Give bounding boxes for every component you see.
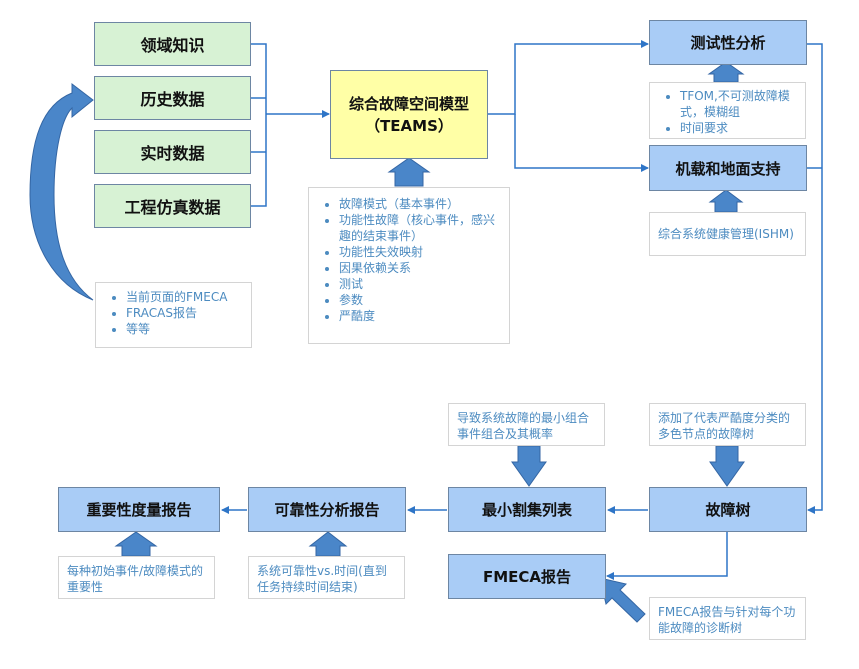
historical-data-box: 历史数据 bbox=[94, 76, 251, 120]
teams-input-item: 功能性失效映射 bbox=[339, 244, 501, 260]
realtime-data-label: 实时数据 bbox=[140, 144, 205, 163]
down-arrow-min-cut bbox=[511, 445, 547, 487]
fmeca-report-box: FMECA报告 bbox=[448, 554, 606, 599]
feedback-curved-arrow bbox=[29, 82, 94, 301]
up-arrow-importance bbox=[114, 531, 158, 557]
teams-input-item: 故障模式（基本事件） bbox=[339, 196, 501, 212]
testability-note-item: TFOM,不可测故障模式，模糊组 bbox=[680, 88, 797, 120]
teams-input-item: 因果依赖关系 bbox=[339, 260, 501, 276]
realtime-data-box: 实时数据 bbox=[94, 130, 251, 174]
fault-tree-box: 故障树 bbox=[649, 487, 807, 532]
onboard-ground-support-box: 机载和地面支持 bbox=[649, 145, 807, 191]
fmeca-report-label: FMECA报告 bbox=[482, 568, 572, 586]
connector-testability-to-fault-tree bbox=[806, 43, 823, 514]
feedback-note-item: 等等 bbox=[126, 321, 243, 337]
teams-input-item: 功能性故障（核心事件，感兴趣的结束事件） bbox=[339, 212, 501, 244]
min-cut-note: 导致系统故障的最小组合事件组合及其概率 bbox=[448, 403, 605, 446]
importance-report-box: 重要性度量报告 bbox=[58, 487, 220, 532]
testability-note-item: 时间要求 bbox=[680, 120, 797, 136]
min-cut-note-text: 导致系统故障的最小组合事件组合及其概率 bbox=[457, 411, 590, 441]
importance-note-text: 每种初始事件/故障模式的重要性 bbox=[67, 564, 204, 594]
connector-model-to-support bbox=[514, 114, 649, 172]
ishm-note: 综合系统健康管理(ISHM) bbox=[649, 212, 806, 256]
teams-input-item: 参数 bbox=[339, 292, 501, 308]
fmeca-note-text: FMECA报告与针对每个功能故障的诊断树 bbox=[658, 605, 796, 635]
reliability-report-label: 可靠性分析报告 bbox=[274, 501, 380, 519]
historical-data-label: 历史数据 bbox=[140, 90, 205, 109]
reliability-report-box: 可靠性分析报告 bbox=[248, 487, 406, 532]
engineering-sim-data-box: 工程仿真数据 bbox=[94, 184, 251, 228]
onboard-ground-label: 机载和地面支持 bbox=[675, 159, 781, 178]
teams-input-item: 测试 bbox=[339, 276, 501, 292]
domain-knowledge-box: 领域知识 bbox=[94, 22, 251, 66]
up-arrow-support bbox=[708, 189, 744, 213]
connector-fault-tree-to-fmeca bbox=[606, 530, 728, 580]
fmeca-note: FMECA报告与针对每个功能故障的诊断树 bbox=[649, 597, 806, 640]
min-cut-sets-box: 最小割集列表 bbox=[448, 487, 606, 532]
testability-analysis-box: 测试性分析 bbox=[649, 20, 807, 65]
reliability-note-text: 系统可靠性vs.时间(直到任务持续时间结束) bbox=[257, 564, 387, 594]
testability-label: 测试性分析 bbox=[690, 34, 766, 52]
connector-domain-knowledge bbox=[250, 43, 267, 207]
diagonal-arrow-fmeca bbox=[599, 577, 646, 623]
importance-report-label: 重要性度量报告 bbox=[86, 501, 192, 519]
up-arrow-teams bbox=[387, 157, 431, 187]
fault-tree-note: 添加了代表严酷度分类的多色节点的故障树 bbox=[649, 403, 806, 446]
min-cut-sets-label: 最小割集列表 bbox=[481, 501, 572, 519]
teams-inputs-note: 故障模式（基本事件） 功能性故障（核心事件，感兴趣的结束事件） 功能性失效映射 … bbox=[308, 187, 510, 344]
ishm-note-text: 综合系统健康管理(ISHM) bbox=[658, 227, 794, 241]
engineering-sim-data-label: 工程仿真数据 bbox=[124, 198, 221, 217]
down-arrow-fault-tree bbox=[709, 445, 745, 487]
testability-note: TFOM,不可测故障模式，模糊组 时间要求 bbox=[649, 82, 806, 139]
up-arrow-reliability bbox=[308, 531, 348, 557]
connector-model-branch bbox=[487, 40, 649, 115]
feedback-note: 当前页面的FMECA FRACAS报告 等等 bbox=[95, 282, 252, 348]
teams-model-subtitle: （TEAMS） bbox=[365, 116, 453, 135]
teams-model-box: 综合故障空间模型 （TEAMS） bbox=[330, 70, 488, 159]
up-arrow-testability bbox=[707, 61, 745, 83]
fault-tree-label: 故障树 bbox=[705, 501, 751, 519]
teams-input-item: 严酷度 bbox=[339, 308, 501, 324]
reliability-note: 系统可靠性vs.时间(直到任务持续时间结束) bbox=[248, 556, 405, 599]
teams-model-title: 综合故障空间模型 bbox=[348, 94, 469, 113]
fault-tree-note-text: 添加了代表严酷度分类的多色节点的故障树 bbox=[658, 411, 791, 441]
feedback-note-item: FRACAS报告 bbox=[126, 305, 243, 321]
importance-note: 每种初始事件/故障模式的重要性 bbox=[58, 556, 215, 599]
domain-knowledge-label: 领域知识 bbox=[140, 36, 205, 55]
feedback-note-item: 当前页面的FMECA bbox=[126, 289, 243, 305]
